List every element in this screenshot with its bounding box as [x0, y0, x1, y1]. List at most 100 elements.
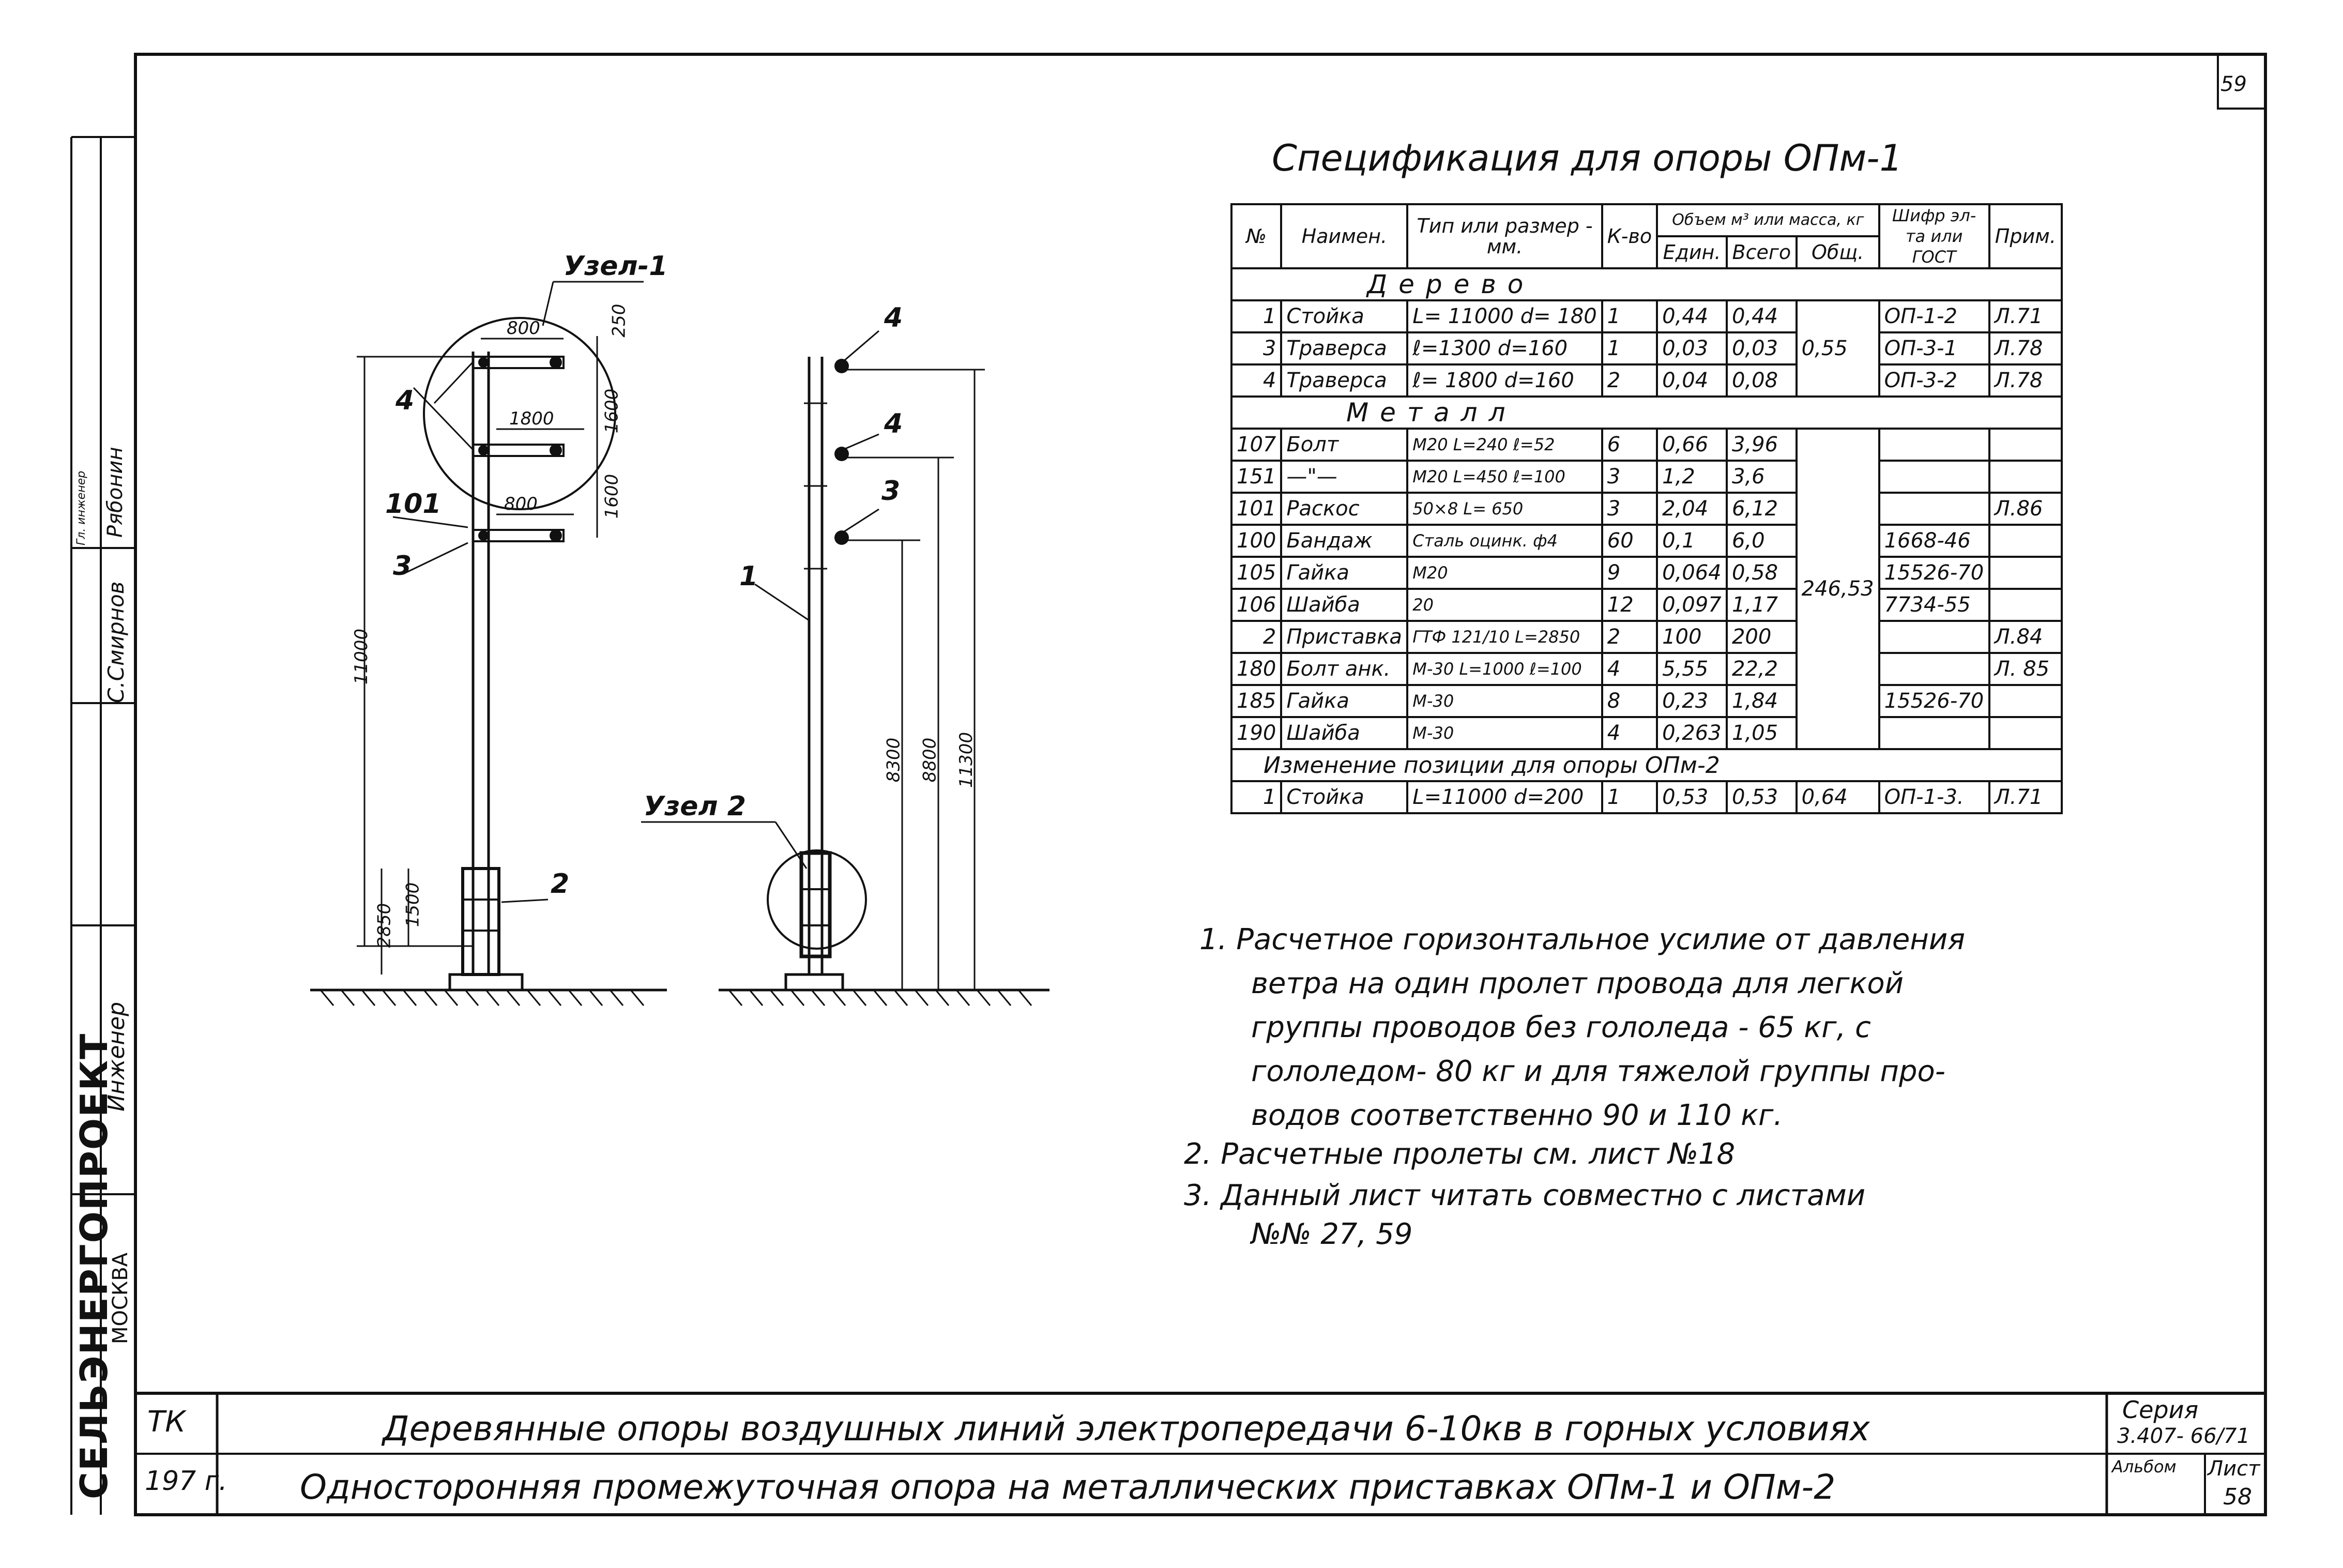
dim-1800: 1800 — [509, 408, 554, 429]
cell-qty: 4 — [1601, 716, 1659, 750]
cell-num: 106 — [1230, 588, 1283, 622]
dim-800-low: 800 — [504, 494, 538, 514]
table-row: 107 Болт М20 L=240 ℓ=52 6 0,66 3,96 246,… — [1230, 428, 2063, 750]
dim-8800: 8800 — [919, 737, 940, 783]
cell-num: 2 — [1230, 620, 1283, 654]
cell-num: 180 — [1230, 652, 1283, 686]
section-metal: Металл — [1230, 395, 2063, 430]
cell-num: 4 — [1230, 363, 1283, 398]
cell-total: 0,58 — [1725, 556, 1798, 590]
cell-unit: 100 — [1656, 620, 1728, 654]
note-line-4: гололедом- 80 кг и для тяжелой группы пр… — [1251, 1055, 1945, 1088]
series-value: 3.407- 66/71 — [2117, 1424, 2250, 1448]
cell-unit: 0,44 — [1656, 299, 1728, 333]
album-label: Альбом — [2112, 1457, 2177, 1476]
cell-total: 22,2 — [1725, 652, 1798, 686]
cell-qty: 9 — [1601, 556, 1659, 590]
cell-type: М20 L=240 ℓ=52 — [1406, 428, 1603, 462]
title-year: 197 г. — [145, 1466, 227, 1497]
col-sum: Общ. — [1795, 235, 1880, 269]
table-row: 1 Стойка L=11000 d=200 1 0,53 0,53 0,64 … — [1230, 780, 2063, 814]
cell-unit: 0,03 — [1656, 331, 1728, 366]
table-row: 2 Приставка ГТФ 121/10 L=2850 2 100 200 … — [1230, 620, 2063, 654]
stamp-role-chief: Гл. инженер — [75, 470, 88, 545]
cell-total: 6,12 — [1725, 492, 1798, 526]
cell-qty: 12 — [1601, 588, 1659, 622]
cell-num: 100 — [1230, 524, 1283, 558]
callout-4-mid-right: 4 — [884, 408, 903, 439]
table-row: 180 Болт анк. М-30 L=1000 ℓ=100 4 5,55 2… — [1230, 652, 2063, 686]
cell-unit: 1,2 — [1656, 460, 1728, 494]
node-1-label: Узел-1 — [564, 251, 668, 282]
cell-type: М-30 — [1406, 684, 1603, 718]
cell-code: 7734-55 — [1878, 588, 1990, 622]
cell-name: Болт анк. — [1280, 652, 1409, 686]
cell-note — [1988, 588, 2063, 622]
cell-type: ГТФ 121/10 L=2850 — [1406, 620, 1603, 654]
callout-1: 1 — [739, 561, 758, 592]
cell-unit: 0,097 — [1656, 588, 1728, 622]
cell-note — [1988, 556, 2063, 590]
cell-num: 105 — [1230, 556, 1283, 590]
dim-1600-b: 1600 — [601, 474, 622, 519]
node-2-label: Узел 2 — [644, 791, 746, 822]
cell-name: Шайба — [1280, 716, 1409, 750]
cell-name: Стойка — [1280, 780, 1409, 814]
cell-unit: 0,66 — [1656, 428, 1728, 462]
section-change-row: Изменение позиции для опоры ОПм-2 — [1230, 748, 2063, 782]
sheet-number: 58 — [2223, 1484, 2252, 1510]
table-row: 190 Шайба М-30 4 0,263 1,05 — [1230, 716, 2063, 750]
cell-note — [1988, 716, 2063, 750]
table-row: 151 —"— М20 L=450 ℓ=100 3 1,2 3,6 — [1230, 460, 2063, 494]
cell-total: 0,44 — [1725, 299, 1798, 333]
col-num: № — [1230, 203, 1283, 269]
cell-type: 20 — [1406, 588, 1603, 622]
cell-qty: 3 — [1601, 492, 1659, 526]
cell-type: М-30 — [1406, 716, 1603, 750]
cell-note — [1988, 684, 2063, 718]
cell-name: Приставка — [1280, 620, 1409, 654]
dim-1600-a: 1600 — [601, 388, 622, 434]
callout-101: 101 — [385, 489, 442, 520]
cell-sum: 0,64 — [1795, 780, 1880, 814]
cell-total: 0,53 — [1725, 780, 1798, 814]
section-metal-row: Металл — [1230, 395, 2063, 430]
cell-num: 151 — [1230, 460, 1283, 494]
cell-note: Л.84 — [1988, 620, 2063, 654]
cell-note — [1988, 460, 2063, 494]
cell-note: Л.71 — [1988, 780, 2063, 814]
cell-name: Шайба — [1280, 588, 1409, 622]
cell-code: ОП-3-2 — [1878, 363, 1990, 398]
stamp-role-engineer: Инженер — [103, 1001, 130, 1112]
cell-note — [1988, 524, 2063, 558]
dim-11000: 11000 — [351, 628, 372, 685]
cell-type: 50×8 L= 650 — [1406, 492, 1603, 526]
note-line-7: 3. Данный лист читать совместно с листам… — [1184, 1179, 1866, 1212]
spec-subheader-row: Един. Всего Общ. — [1231, 235, 2062, 269]
cell-num: 1 — [1230, 299, 1283, 333]
col-total: Всего — [1725, 235, 1798, 269]
cell-code — [1878, 460, 1990, 494]
dim-1500: 1500 — [402, 882, 423, 927]
cell-qty: 2 — [1601, 620, 1659, 654]
cell-name: Бандаж — [1280, 524, 1409, 558]
cell-total: 0,08 — [1725, 363, 1798, 398]
cell-total: 3,96 — [1725, 428, 1798, 462]
cell-type: М20 — [1406, 556, 1603, 590]
cell-type: ℓ=1300 d=160 — [1406, 331, 1603, 366]
cell-name: —"— — [1280, 460, 1409, 494]
cell-total: 0,03 — [1725, 331, 1798, 366]
cell-unit: 5,55 — [1656, 652, 1728, 686]
spec-title: Спецификация для опоры ОПм-1 — [1272, 137, 1903, 179]
cell-total: 200 — [1725, 620, 1798, 654]
table-row: 1 Стойка L= 11000 d= 180 1 0,44 0,44 0,5… — [1230, 299, 2063, 398]
note-line-3: группы проводов без гололеда - 65 кг, с — [1251, 1011, 1871, 1044]
stamp-signature-1: Рябонин — [103, 447, 127, 538]
col-name: Наимен. — [1280, 203, 1409, 269]
cell-note: Л.86 — [1988, 492, 2063, 526]
cell-num: 3 — [1230, 331, 1283, 366]
cell-code — [1878, 492, 1990, 526]
table-row: 101 Раскос 50×8 L= 650 3 2,04 6,12 Л.86 — [1230, 492, 2063, 526]
cell-type: ℓ= 1800 d=160 — [1406, 363, 1603, 398]
cell-metal-sum: 246,53 — [1795, 428, 1880, 750]
